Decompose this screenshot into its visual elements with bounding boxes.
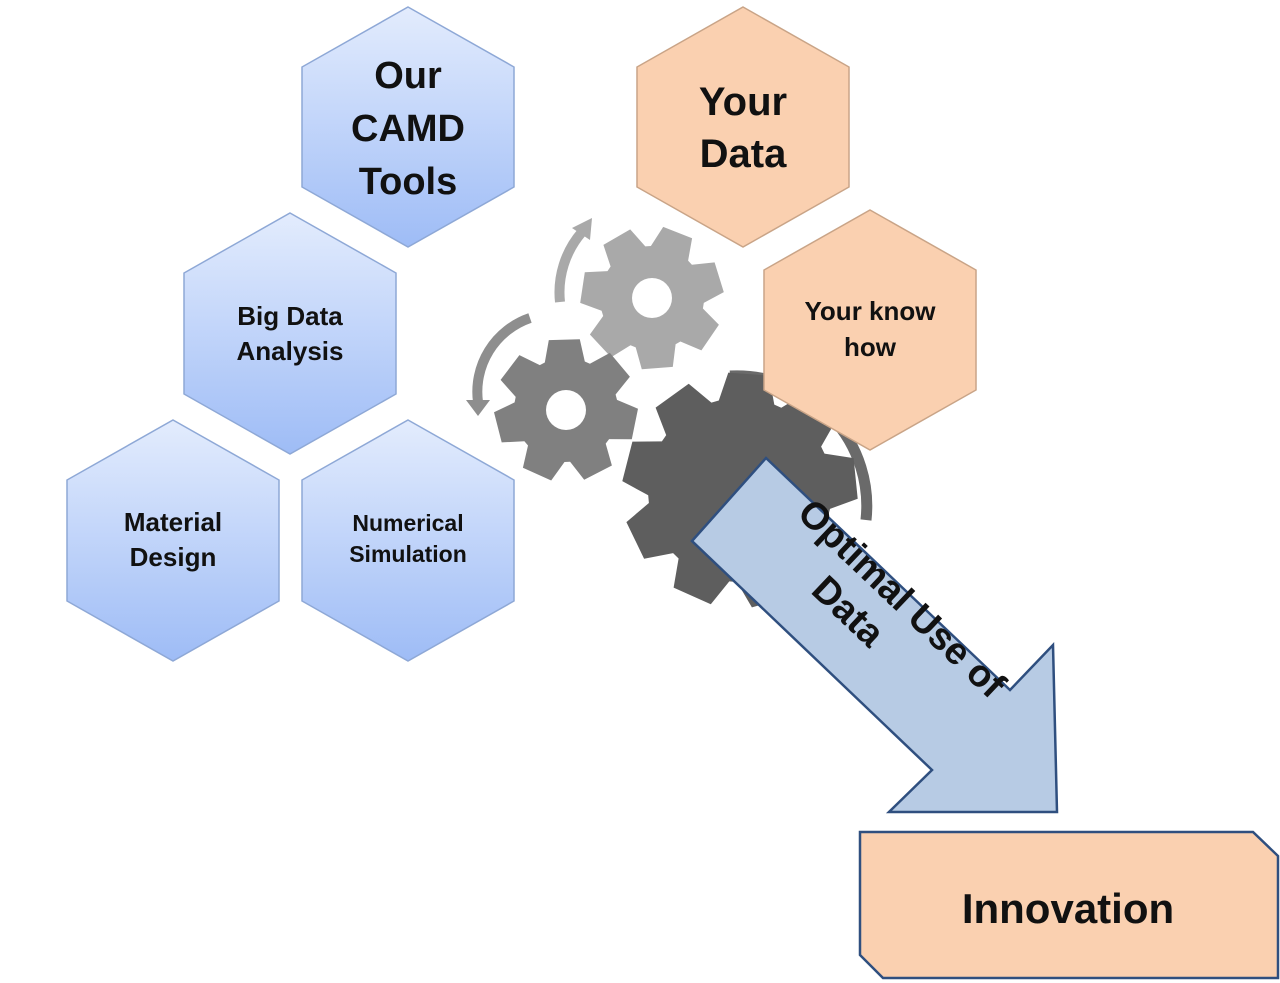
numerical-line-2: Simulation [349,541,467,567]
hexagon-material-design: Material Design [66,419,280,662]
hexagon-your-data: Your Data [636,6,850,248]
gear-light-icon [580,226,724,370]
hexagon-our-camd-tools: Our CAMD Tools [301,6,515,248]
rotation-arrowhead-left-icon [466,400,490,416]
innovation-label: Innovation [962,885,1174,932]
your-data-line-2: Data [700,132,787,176]
innovation-box: Innovation [858,830,1280,980]
hexagon-numerical-simulation: Numerical Simulation [301,419,515,662]
camd-line-2: CAMD [351,108,465,150]
optimal-use-arrow: Optimal Use of Data [690,456,1059,814]
hexagon-big-data-analysis: Big Data Analysis [183,212,397,455]
know-how-line-2: how [844,332,897,362]
bigdata-line-1: Big Data [237,301,343,331]
numerical-line-1: Numerical [352,510,463,536]
material-line-2: Design [130,542,217,572]
gear-mid-icon [494,339,638,481]
know-how-line-1: Your know [805,296,937,326]
bigdata-line-2: Analysis [237,336,344,366]
hexagon-your-know-how: Your know how [763,209,977,451]
your-data-line-1: Your [699,80,787,124]
rotation-arrow-top-icon [554,228,586,303]
rotation-arrowhead-top-icon [572,218,592,240]
camd-line-1: Our [374,55,442,97]
rotation-arrow-left-icon [472,313,532,403]
camd-line-3: Tools [359,161,458,203]
material-line-1: Material [124,507,222,537]
